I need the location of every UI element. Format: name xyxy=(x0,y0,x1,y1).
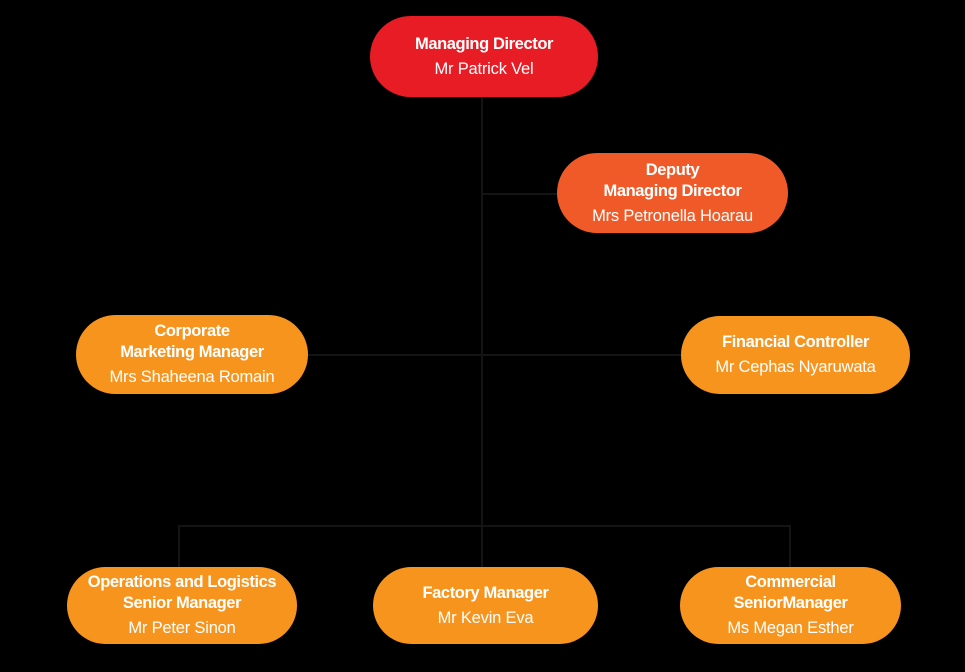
connector-deputy-branch xyxy=(481,193,557,195)
node-person: Mrs Petronella Hoarau xyxy=(592,206,753,225)
title-line: SeniorManager xyxy=(733,594,848,612)
connector-drop-operations xyxy=(178,525,180,567)
node-deputy-managing-director: Deputy Managing Director Mrs Petronella … xyxy=(557,153,788,233)
title-line: Financial Controller xyxy=(722,333,869,351)
node-title: Operations and Logistics Senior Manager xyxy=(87,572,277,614)
node-managing-director: Managing Director Mr Patrick Vel xyxy=(370,16,598,97)
node-title: Factory Manager xyxy=(422,583,548,604)
title-line: Deputy xyxy=(645,160,700,179)
title-line: Corporate xyxy=(154,322,230,340)
node-title: Corporate Marketing Manager xyxy=(120,321,264,363)
node-person: Mr Kevin Eva xyxy=(437,608,534,627)
title-line: Marketing Manager xyxy=(120,343,264,361)
node-title: Financial Controller xyxy=(722,332,869,353)
node-person: Mr Cephas Nyaruwata xyxy=(715,358,876,376)
connector-trunk-vertical xyxy=(481,97,483,567)
title-line: Commercial xyxy=(745,573,836,591)
node-factory-manager: Factory Manager Mr Kevin Eva xyxy=(373,567,598,644)
title-line: Factory Manager xyxy=(422,583,549,602)
connector-bottom-rail xyxy=(178,525,791,527)
node-person: Ms Megan Esther xyxy=(727,619,854,637)
node-operations-logistics-senior-manager: Operations and Logistics Senior Manager … xyxy=(67,567,297,644)
node-title: Deputy Managing Director xyxy=(603,160,741,202)
node-title: Commercial SeniorManager xyxy=(734,572,848,614)
node-person: Mr Patrick Vel xyxy=(434,59,534,78)
node-commercial-senior-manager: Commercial SeniorManager Ms Megan Esther xyxy=(680,567,901,644)
node-financial-controller: Financial Controller Mr Cephas Nyaruwata xyxy=(681,316,910,394)
title-line: Managing Director xyxy=(414,34,554,53)
node-corporate-marketing-manager: Corporate Marketing Manager Mrs Shaheena… xyxy=(76,315,308,394)
node-person: Mr Peter Sinon xyxy=(128,619,236,637)
connector-drop-commercial xyxy=(789,525,791,567)
node-person: Mrs Shaheena Romain xyxy=(109,368,275,386)
node-title: Managing Director xyxy=(415,34,553,55)
title-line: Senior Manager xyxy=(122,594,242,612)
title-line: Operations and Logistics xyxy=(87,573,277,591)
title-line: Managing Director xyxy=(603,181,742,200)
connector-middle-rail xyxy=(308,354,681,356)
